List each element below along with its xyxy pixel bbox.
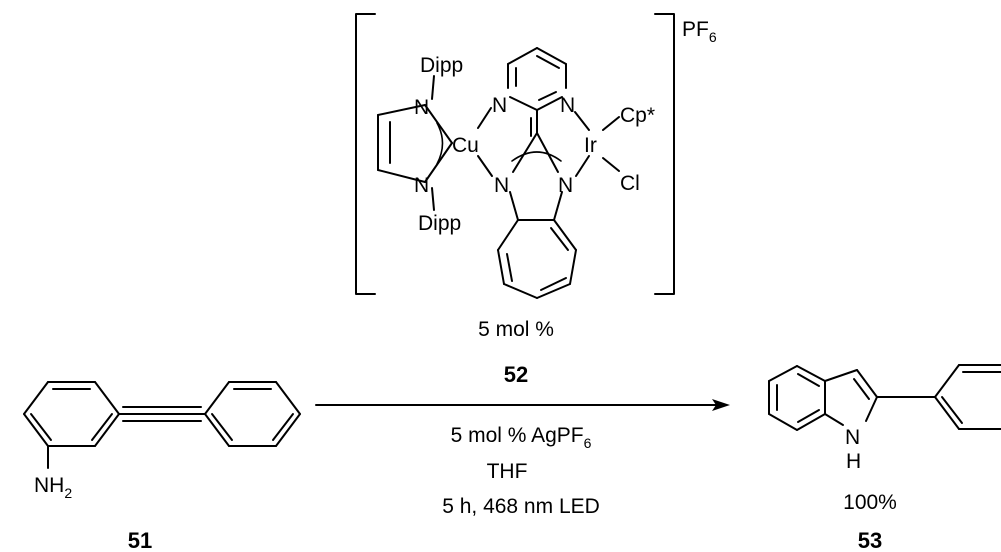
condition-line-1: 5 mol % AgPF6	[451, 424, 592, 451]
counterion-label: PF6	[682, 18, 717, 45]
pyrrole-ring	[824, 369, 878, 426]
n-atom-benzimidazole-left: N	[494, 174, 509, 197]
right-bracket	[654, 13, 675, 295]
benzene-ring-aniline	[23, 381, 120, 447]
left-bracket	[355, 13, 376, 295]
n-atom-nhc-top: N	[414, 96, 429, 119]
benzene-ring-indole	[768, 365, 826, 431]
nhc-ring	[377, 75, 453, 211]
cl-label: Cl	[620, 172, 640, 195]
product-yield: 100%	[843, 491, 897, 514]
ir-n-bond-top	[574, 111, 590, 131]
amine-label: NH2	[34, 474, 72, 501]
catalyst-loading: 5 mol %	[478, 318, 554, 341]
ir-n-bond-bottom	[575, 155, 590, 177]
benzene-ring-phenyl	[204, 381, 301, 447]
product-number: 53	[858, 528, 882, 552]
n-atom-pyrimidine-right: N	[560, 94, 575, 117]
catalyst-structure: PF6 N N Dipp Dipp Cu	[355, 13, 717, 387]
dipp-bottom-label: Dipp	[418, 212, 461, 235]
condition-line-2: THF	[487, 460, 528, 483]
phenyl-substituent	[876, 364, 1001, 430]
cu-atom: Cu	[452, 134, 479, 157]
product-structure: N H 100% 53	[768, 364, 1001, 552]
alkyne-triple-bond	[118, 406, 206, 422]
dipp-top-label: Dipp	[420, 54, 463, 77]
cu-n-bond-top	[477, 107, 492, 129]
pyrimidine-ring	[507, 47, 567, 137]
ir-cp-bond	[602, 116, 620, 131]
catalyst-number: 52	[504, 362, 528, 387]
benzimidazole-ring	[497, 132, 577, 299]
reactant-structure: NH2 51	[23, 381, 301, 552]
reaction-arrow	[315, 399, 730, 411]
n-atom-benzimidazole-right: N	[558, 174, 573, 197]
n-atom-pyrimidine-left: N	[492, 94, 507, 117]
reactant-number: 51	[128, 528, 152, 552]
n-atom-nhc-bottom: N	[414, 174, 429, 197]
ir-cl-bond	[602, 157, 620, 172]
n-atom-indole: N	[845, 426, 860, 449]
cu-n-bond-bottom	[477, 155, 493, 177]
cp-star-label: Cp*	[620, 104, 655, 127]
h-atom-indole: H	[846, 450, 861, 473]
ir-atom: Ir	[584, 134, 597, 157]
condition-line-3: 5 h, 468 nm LED	[442, 495, 600, 518]
